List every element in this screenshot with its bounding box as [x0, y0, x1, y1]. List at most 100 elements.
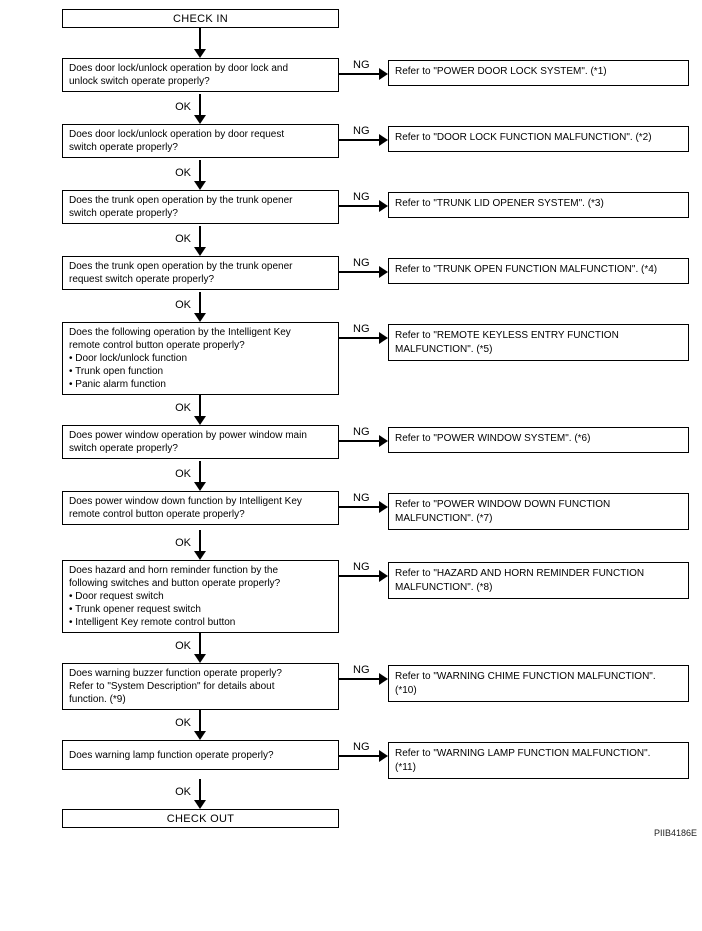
ng-label: NG — [353, 741, 370, 753]
arrow-line — [339, 205, 380, 207]
arrow-right-icon — [379, 570, 388, 582]
ng-label: NG — [353, 561, 370, 573]
check-in-terminal: CHECK IN — [62, 9, 339, 28]
arrow-line — [199, 633, 201, 655]
ng-connector: NG — [339, 560, 388, 596]
result-box: Refer to "POWER WINDOW SYSTEM". (*6) — [388, 427, 689, 453]
ng-connector: NG — [339, 663, 388, 699]
result-box: Refer to "DOOR LOCK FUNCTION MALFUNCTION… — [388, 126, 689, 152]
question-box: Does hazard and horn reminder function b… — [62, 560, 339, 633]
question-box: Does the trunk open operation by the tru… — [62, 190, 339, 224]
question-text: Does power window down function by Intel… — [69, 496, 302, 520]
arrow-right-icon — [379, 332, 388, 344]
ng-label: NG — [353, 426, 370, 438]
arrow-line — [199, 94, 201, 116]
check-out-terminal: CHECK OUT — [62, 809, 339, 828]
ng-label: NG — [353, 191, 370, 203]
flow-step: Does warning lamp function operate prope… — [62, 740, 702, 779]
arrow-down-icon — [194, 482, 206, 491]
arrow-right-icon — [379, 501, 388, 513]
result-box: Refer to "POWER DOOR LOCK SYSTEM". (*1) — [388, 60, 689, 86]
flow-step: Does hazard and horn reminder function b… — [62, 560, 702, 633]
arrow-line — [199, 28, 201, 50]
flow-step: Does power window down function by Intel… — [62, 491, 702, 530]
ok-connector: OK — [62, 160, 339, 190]
result-text: Refer to "DOOR LOCK FUNCTION MALFUNCTION… — [395, 132, 652, 143]
arrow-line — [199, 710, 201, 732]
ok-connector: OK — [62, 226, 339, 256]
question-text: Does the following operation by the Inte… — [69, 327, 291, 390]
ng-connector: NG — [339, 425, 388, 461]
ng-label: NG — [353, 323, 370, 335]
question-box: Does door lock/unlock operation by door … — [62, 124, 339, 158]
question-box: Does the following operation by the Inte… — [62, 322, 339, 395]
flow-step: Does door lock/unlock operation by door … — [62, 124, 702, 160]
arrow-line — [199, 226, 201, 248]
ok-connector: OK — [62, 633, 339, 663]
arrow-line — [199, 779, 201, 801]
flow-step: Does the following operation by the Inte… — [62, 322, 702, 395]
arrow-down-icon — [194, 731, 206, 740]
arrow-right-icon — [379, 200, 388, 212]
flow-step: Does power window operation by power win… — [62, 425, 702, 461]
figure-code: PIIB4186E — [653, 828, 697, 838]
question-text: Does the trunk open operation by the tru… — [69, 261, 293, 285]
ok-label: OK — [175, 640, 191, 652]
ng-label: NG — [353, 125, 370, 137]
flow-step: Does warning buzzer function operate pro… — [62, 663, 702, 710]
question-text: Does warning buzzer function operate pro… — [69, 668, 282, 705]
ng-label: NG — [353, 257, 370, 269]
arrow-down-icon — [194, 313, 206, 322]
flow-step: Does the trunk open operation by the tru… — [62, 256, 702, 292]
arrow-down-icon — [194, 416, 206, 425]
question-box: Does warning lamp function operate prope… — [62, 740, 339, 770]
ng-connector: NG — [339, 58, 388, 94]
ok-label: OK — [175, 101, 191, 113]
arrow-line — [339, 139, 380, 141]
ng-label: NG — [353, 664, 370, 676]
question-box: Does power window down function by Intel… — [62, 491, 339, 525]
arrow-right-icon — [379, 134, 388, 146]
result-box: Refer to "TRUNK OPEN FUNCTION MALFUNCTIO… — [388, 258, 689, 284]
result-text: Refer to "POWER DOOR LOCK SYSTEM". (*1) — [395, 66, 607, 77]
ok-label: OK — [175, 167, 191, 179]
question-box: Does warning buzzer function operate pro… — [62, 663, 339, 710]
ng-connector: NG — [339, 124, 388, 160]
flow-step: Does door lock/unlock operation by door … — [62, 58, 702, 94]
result-text: Refer to "REMOTE KEYLESS ENTRY FUNCTION … — [395, 330, 619, 355]
arrow-line — [199, 160, 201, 182]
result-box: Refer to "TRUNK LID OPENER SYSTEM". (*3) — [388, 192, 689, 218]
result-text: Refer to "TRUNK LID OPENER SYSTEM". (*3) — [395, 198, 604, 209]
question-text: Does door lock/unlock operation by door … — [69, 63, 289, 87]
ok-label: OK — [175, 468, 191, 480]
ng-connector: NG — [339, 322, 388, 358]
ok-label: OK — [175, 233, 191, 245]
result-box: Refer to "WARNING CHIME FUNCTION MALFUNC… — [388, 665, 689, 702]
question-text: Does warning lamp function operate prope… — [69, 749, 274, 761]
check-out-label: CHECK OUT — [166, 812, 235, 825]
arrow-line — [339, 337, 380, 339]
result-box: Refer to "REMOTE KEYLESS ENTRY FUNCTION … — [388, 324, 689, 361]
arrow-line — [339, 271, 380, 273]
ng-connector: NG — [339, 740, 388, 776]
result-text: Refer to "HAZARD AND HORN REMINDER FUNCT… — [395, 568, 645, 593]
question-text: Does the trunk open operation by the tru… — [69, 195, 293, 219]
ok-connector: OK — [62, 779, 339, 809]
arrow-right-icon — [379, 673, 388, 685]
ok-connector: OK — [62, 530, 339, 560]
arrow-right-icon — [379, 435, 388, 447]
ng-label: NG — [353, 59, 370, 71]
arrow-right-icon — [379, 68, 388, 80]
ng-connector: NG — [339, 491, 388, 527]
question-box: Does the trunk open operation by the tru… — [62, 256, 339, 290]
arrow-line — [339, 73, 380, 75]
result-box: Refer to "WARNING LAMP FUNCTION MALFUNCT… — [388, 742, 689, 779]
ok-connector: OK — [62, 461, 339, 491]
ng-connector: NG — [339, 190, 388, 226]
ok-label: OK — [175, 299, 191, 311]
arrow-line — [339, 678, 380, 680]
arrow-line — [339, 440, 380, 442]
arrow-right-icon — [379, 750, 388, 762]
arrow-line — [339, 506, 380, 508]
